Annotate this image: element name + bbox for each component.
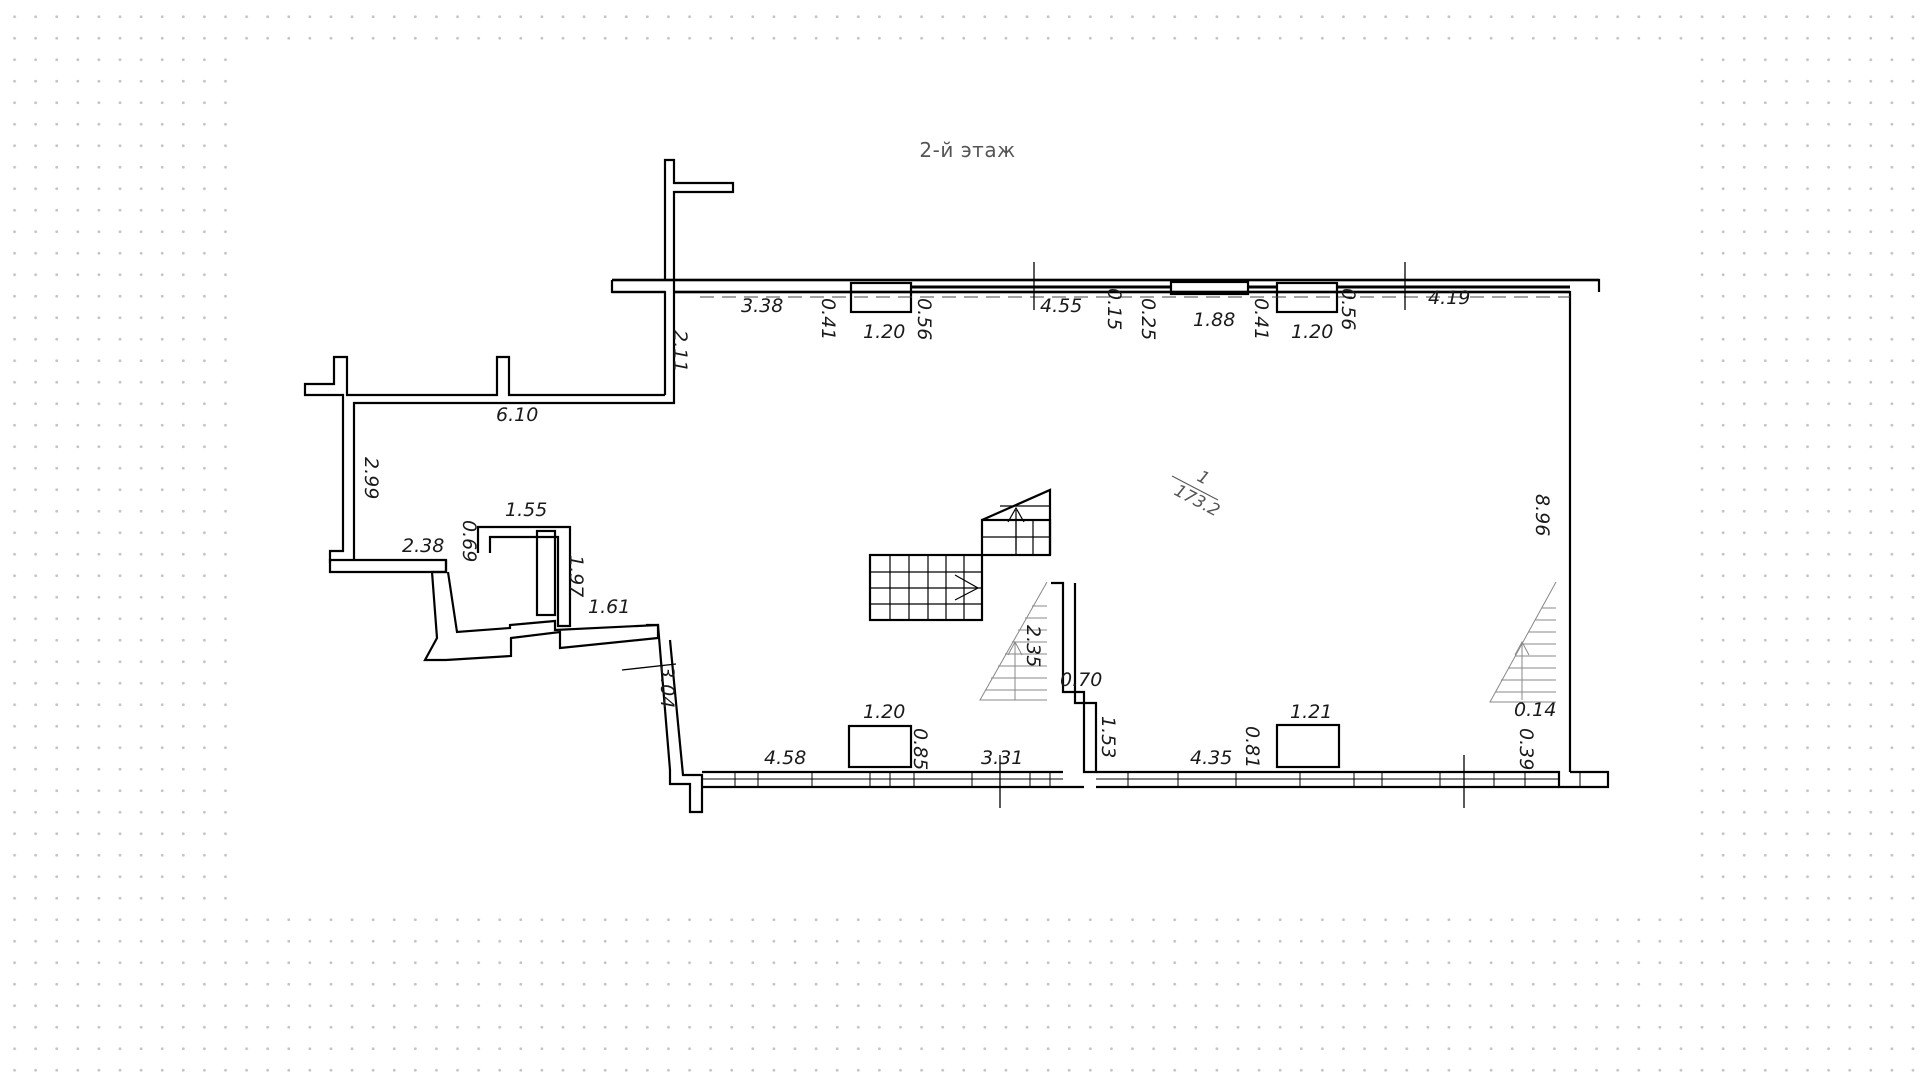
dim-label: 0.14: [1514, 699, 1556, 721]
window-bottom-1: [847, 724, 913, 769]
dim-label: 1.20: [1291, 321, 1333, 343]
dim-label: 1.20: [863, 321, 905, 343]
dim-label: 0.56: [913, 298, 935, 340]
dim-label: 0.41: [817, 298, 839, 340]
small-room-inner: [476, 525, 572, 628]
floor-title: 2-й этаж: [919, 138, 1016, 162]
window-bottom-2: [1275, 723, 1341, 769]
left-wing-outer: [328, 292, 676, 574]
top-wall-inner: [612, 290, 667, 395]
ramp-left: [979, 581, 1048, 701]
lower-left-wall: [646, 623, 704, 814]
room-label: 1 173.2: [1171, 467, 1223, 522]
stair-upper-edge: [981, 488, 1052, 555]
column-wall: [1051, 581, 1098, 774]
dim-label: 6.10: [496, 404, 538, 426]
room-area: 173.2: [1171, 481, 1223, 522]
dim-label: 3.31: [981, 747, 1023, 769]
dim-label: 0.69: [458, 520, 480, 562]
dim-label: 0.81: [1241, 726, 1263, 768]
dim-label: 4.58: [764, 747, 806, 769]
dim-label: 4.19: [1428, 287, 1470, 309]
left-wing-inner: [303, 355, 665, 563]
dim-label: 0.41: [1250, 298, 1272, 340]
dim-label: 0.56: [1337, 288, 1359, 330]
room-number: 1: [1194, 467, 1213, 490]
dim-label: 2.35: [1022, 625, 1044, 667]
top-wall-inner-2: [674, 290, 1572, 772]
dimension-labels: 3.38 0.41 1.20 0.56 4.55 0.15 0.25 1.88 …: [360, 287, 1556, 770]
dim-label: 8.96: [1531, 494, 1553, 536]
dim-label: 1.88: [1193, 309, 1235, 331]
dim-label: 2.11: [669, 330, 691, 372]
dim-label: 1.20: [863, 701, 905, 723]
ramp-right: [1489, 581, 1557, 703]
dim-label: 1.21: [1290, 701, 1332, 723]
dim-label: 2.38: [402, 535, 444, 557]
dim-label: 3.04: [656, 666, 678, 708]
annex-wall-left: [663, 158, 735, 292]
dim-label: 3.38: [741, 295, 783, 317]
dim-label: 4.55: [1040, 295, 1082, 317]
shaft: [535, 529, 557, 617]
dim-label: 0.70: [1060, 669, 1102, 691]
dim-label: 0.15: [1103, 288, 1125, 330]
dim-label: 1.55: [505, 499, 547, 521]
dim-label: 2.99: [360, 457, 382, 499]
dim-label: 1.61: [588, 596, 630, 618]
left-wing-top: [610, 280, 665, 294]
perimeter-outer-wall: [305, 160, 1608, 812]
bottom-wall-3: [1096, 770, 1610, 789]
small-room-wall: [423, 560, 660, 662]
dim-label: 4.35: [1190, 747, 1232, 769]
dim-label: 0.85: [909, 728, 931, 770]
dim-label: 1.53: [1097, 716, 1119, 758]
dim-label: 0.25: [1137, 298, 1159, 340]
dim-label: 0.39: [1515, 728, 1537, 770]
dim-label: 1.97: [565, 555, 587, 597]
